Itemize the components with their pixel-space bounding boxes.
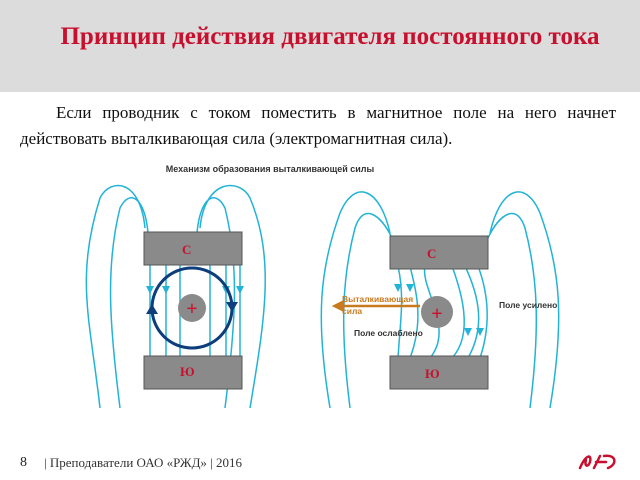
right-pole-south	[389, 355, 489, 390]
right-conductor-plus: +	[431, 303, 442, 325]
page-number: 8	[20, 455, 27, 470]
right-conductor	[421, 296, 453, 328]
right-field-arrows	[394, 284, 484, 336]
left-pole-north	[143, 231, 243, 266]
left-circle-arrow-right	[226, 302, 238, 312]
footer-text: | Преподаватели ОАО «РЖД» | 2016	[44, 455, 243, 470]
right-pole-north	[389, 235, 489, 270]
slide-title: Принцип действия двигателя постоянного т…	[60, 23, 600, 50]
left-pole-south	[143, 355, 243, 390]
diagram-heading: Механизм образования выталкивающей силы	[166, 164, 375, 174]
body-paragraph: Если проводник с током поместить в магни…	[20, 103, 616, 148]
right-field-lines	[320, 191, 560, 408]
weak-field-label: Поле ослаблено	[354, 328, 423, 338]
left-conductor	[178, 294, 206, 322]
left-pole-north-label: С	[182, 242, 191, 257]
push-force-label-2: сила	[342, 306, 362, 316]
right-pole-north-label: С	[427, 246, 436, 261]
left-conductor-plus: +	[186, 298, 197, 320]
left-circle-arrow-left	[146, 304, 158, 314]
rzd-logo-icon	[578, 454, 616, 470]
right-pole-south-label: Ю	[425, 366, 440, 381]
push-force-label-1: Выталкивающая	[342, 294, 413, 304]
force-mechanism-diagram: Механизм образования выталкивающей силы …	[85, 164, 560, 408]
strong-field-label: Поле усилено	[499, 300, 557, 310]
left-field-arrows	[146, 286, 244, 294]
header-band	[0, 0, 640, 92]
left-pole-south-label: Ю	[180, 364, 195, 379]
